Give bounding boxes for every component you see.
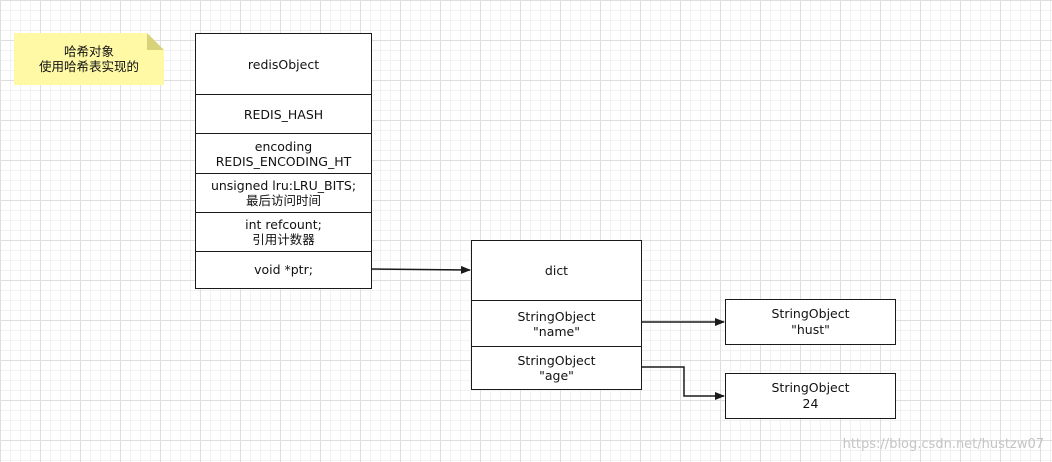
- dict-entry-key: "name": [533, 323, 580, 339]
- type-cell: REDIS_HASH: [196, 94, 371, 133]
- value-box-24: StringObject 24: [725, 373, 896, 419]
- ptr-to-dict-arrow: [371, 265, 471, 274]
- dict-entry-type: StringObject: [517, 308, 596, 324]
- refcount-cell: int refcount; 引用计数器: [196, 212, 371, 251]
- value-box-hust: StringObject "hust": [725, 299, 896, 345]
- dict-header: dict: [544, 263, 569, 278]
- ptr-cell: void *ptr;: [196, 251, 371, 287]
- lru-desc: 最后访问时间: [245, 193, 321, 208]
- redis-object-struct: redisObject REDIS_HASH encoding REDIS_EN…: [195, 33, 372, 289]
- dict-struct: dict StringObject "name" StringObject "a…: [471, 240, 642, 390]
- value-type: StringObject: [771, 306, 850, 321]
- dict-entry-type: StringObject: [517, 352, 596, 368]
- age-to-value-arrow: [642, 366, 725, 400]
- value-content: 24: [802, 396, 819, 411]
- sticky-note: 哈希对象 使用哈希表实现的: [14, 33, 164, 85]
- encoding-cell: encoding REDIS_ENCODING_HT: [196, 133, 371, 173]
- refcount-label: int refcount;: [245, 217, 322, 232]
- value-type: StringObject: [771, 380, 850, 395]
- lru-cell: unsigned lru:LRU_BITS; 最后访问时间: [196, 173, 371, 212]
- watermark: https://blog.csdn.net/hustzw07: [842, 437, 1044, 452]
- dict-entry-name: StringObject "name": [472, 300, 641, 346]
- value-content: "hust": [791, 322, 830, 337]
- dict-header-cell: dict: [472, 241, 641, 300]
- dict-entry-key: "age": [539, 367, 574, 383]
- redis-object-header-cell: redisObject: [196, 34, 371, 94]
- encoding-label: encoding: [254, 138, 313, 154]
- refcount-desc: 引用计数器: [252, 232, 315, 247]
- redis-object-header: redisObject: [247, 56, 320, 72]
- note-line-2: 使用哈希表实现的: [38, 59, 139, 74]
- note-line-1: 哈希对象: [63, 44, 114, 59]
- encoding-value: REDIS_ENCODING_HT: [215, 153, 352, 169]
- ptr-label: void *ptr;: [254, 262, 313, 277]
- dict-entry-age: StringObject "age": [472, 346, 641, 388]
- lru-label: unsigned lru:LRU_BITS;: [210, 178, 357, 193]
- type-value: REDIS_HASH: [243, 106, 324, 122]
